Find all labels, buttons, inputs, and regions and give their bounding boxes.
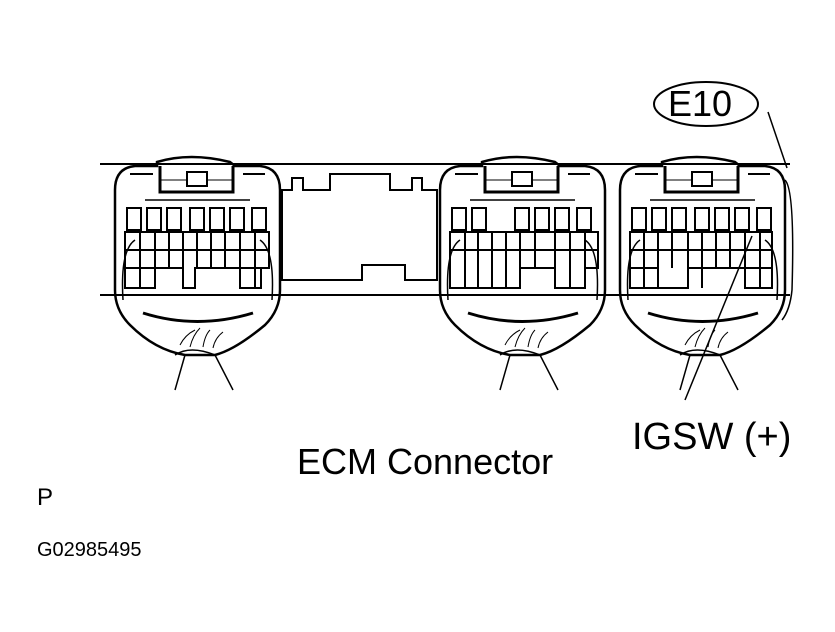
igsw-leader-line [684, 235, 753, 401]
terminal-callout-label: IGSW (+) [632, 416, 792, 458]
connector-id-ellipse [653, 81, 759, 127]
figure-code: G02985495 [37, 539, 142, 561]
left-connector [113, 155, 282, 392]
middle-connector [438, 155, 607, 392]
blank-housing [281, 173, 438, 281]
diagram-title: ECM Connector [297, 441, 554, 482]
view-marker: P [37, 484, 54, 511]
right-connector-e10 [618, 155, 794, 392]
connector-id-label: E10 [668, 83, 733, 124]
connector-id-leader [767, 111, 788, 169]
